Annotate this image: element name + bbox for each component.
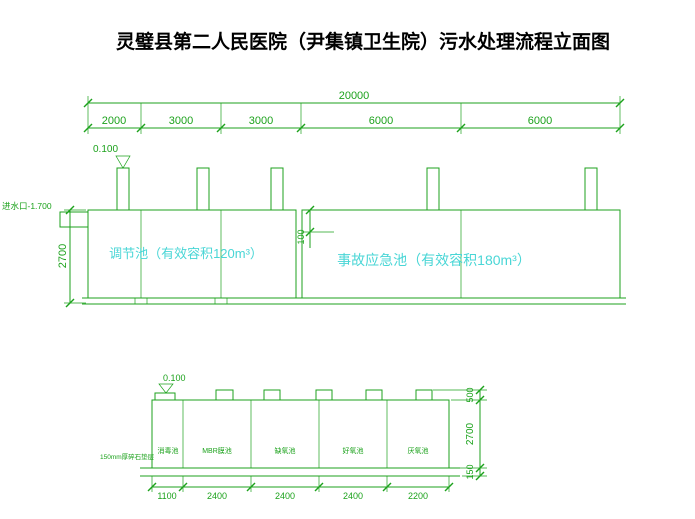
lower-structure — [140, 389, 460, 477]
upper-total-dimension: 20000 — [83, 90, 625, 134]
compartment-0-label: 消毒池 — [158, 446, 179, 455]
upper-vent-pipes — [116, 167, 598, 211]
width-0-label: 1100 — [157, 491, 176, 501]
upper-segment-dimensions: 2000 3000 3000 6000 6000 — [83, 115, 625, 133]
height-1-label: 2700 — [465, 422, 476, 445]
width-4-label: 2200 — [408, 491, 428, 501]
width-3-label: 2400 — [343, 491, 363, 501]
upper-tanks — [87, 209, 621, 299]
depth-dim-label: 2700 — [57, 244, 69, 268]
width-2-label: 2400 — [275, 491, 295, 501]
lower-height-dimensions: 500 2700 150 — [433, 385, 487, 481]
upper-freeboard-dimension: 100 — [296, 205, 315, 248]
height-0-label: 500 — [465, 387, 475, 402]
upper-inlet: 进水口-1.700 — [2, 201, 89, 228]
compartment-3-label: 好氧池 — [343, 446, 364, 455]
elevation-triangle-icon — [158, 383, 174, 394]
dim-seg-3-label: 6000 — [369, 115, 393, 127]
elevation-triangle-icon — [115, 155, 131, 169]
compartment-2-label: 缺氧池 — [275, 446, 296, 455]
dim-total-label: 20000 — [339, 90, 370, 102]
lower-width-dimensions: 1100 2400 2400 2400 2200 — [147, 476, 454, 501]
height-2-label: 150 — [465, 464, 475, 479]
dim-seg-2-label: 3000 — [249, 115, 273, 127]
lower-compartment-labels: 消毒池 MBR膜池 缺氧池 好氧池 厌氧池 — [158, 446, 429, 455]
tank1-label: 调节池（有效容积120m³） — [109, 246, 263, 261]
upper-base-slab — [82, 297, 626, 305]
compartment-1-label: MBR膜池 — [202, 446, 232, 455]
dim-seg-4-label: 6000 — [528, 115, 552, 127]
drawing-title: 灵璧县第二人民医院（尹集镇卫生院）污水处理流程立面图 — [116, 30, 610, 53]
base-note: 150mm厚碎石垫层 — [100, 452, 155, 461]
compartment-4-label: 厌氧池 — [408, 446, 429, 455]
tank2-label: 事故应急池（有效容积180m³） — [337, 252, 531, 268]
lower-elevation-value: 0.100 — [163, 373, 186, 383]
freeboard-dim-label: 100 — [296, 229, 306, 244]
width-1-label: 2400 — [207, 491, 227, 501]
upper-elevation-mark: 0.100 — [93, 144, 131, 169]
upper-depth-dimension: 2700 — [57, 205, 86, 308]
dim-seg-0-label: 2000 — [102, 115, 126, 127]
lower-elevation-mark: 0.100 — [158, 373, 186, 394]
inlet-pipe — [59, 211, 89, 228]
upper-elevation-value: 0.100 — [93, 144, 118, 155]
inlet-label: 进水口-1.700 — [2, 201, 52, 211]
dim-seg-1-label: 3000 — [169, 115, 193, 127]
